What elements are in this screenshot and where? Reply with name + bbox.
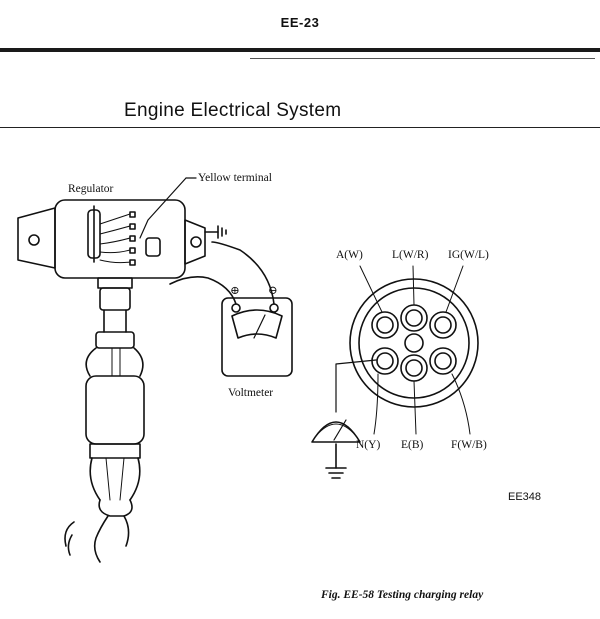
figure-code: EE348: [508, 491, 541, 503]
wire-harness: [64, 277, 145, 563]
regulator-unit: [17, 199, 227, 279]
pin-a-label: A(W): [336, 249, 363, 261]
section-rule: [0, 127, 600, 128]
page-number: EE-23: [280, 15, 320, 30]
voltmeter-label: Voltmeter: [228, 387, 273, 399]
voltmeter: [169, 241, 293, 377]
yellow-terminal-label: Yellow terminal: [198, 172, 272, 184]
charging-relay-test-diagram: Regulator Yellow terminal Voltmeter ⊕ ⊖ …: [17, 172, 541, 563]
regulator-label: Regulator: [68, 183, 114, 195]
pin-e-label: E(B): [401, 439, 424, 451]
relay-connector-face: [349, 265, 479, 435]
pin-ig-label: IG(W/L): [448, 249, 489, 261]
header-rule-thin: [250, 58, 595, 59]
figure-caption: Fig. EE-58 Testing charging relay: [321, 589, 484, 601]
minus-terminal-symbol: ⊖: [268, 285, 278, 297]
plus-terminal-symbol: ⊕: [230, 285, 240, 297]
section-title: Engine Electrical System: [124, 100, 342, 121]
pin-f-label: F(W/B): [451, 439, 487, 451]
test-meter: [311, 359, 377, 479]
header-rule: [0, 48, 600, 52]
pin-n-label: N(Y): [356, 439, 380, 451]
pin-l-label: L(W/R): [392, 249, 429, 261]
